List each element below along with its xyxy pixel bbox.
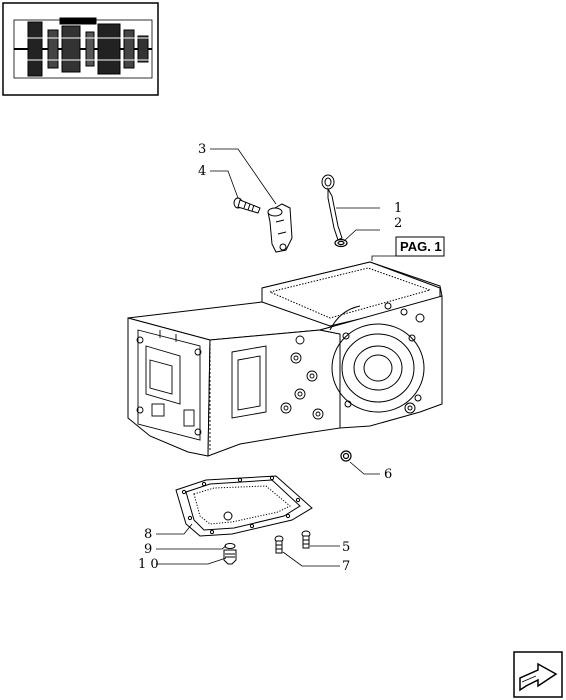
dipstick-part — [321, 174, 343, 241]
o-ring-part — [334, 238, 348, 248]
callout-7: 7 — [342, 559, 350, 574]
callout-9: 9 — [144, 542, 152, 557]
callout-6: 6 — [384, 467, 392, 482]
next-page-arrow-icon[interactable] — [513, 651, 563, 698]
callout-5: 5 — [342, 540, 350, 555]
bolt-part-5 — [301, 530, 311, 549]
transmission-section-thumbnail-icon[interactable] — [2, 2, 159, 96]
callout-2: 2 — [394, 216, 402, 231]
breather-tube-part — [267, 203, 293, 253]
page-reference-label: PAG. 1 — [400, 239, 442, 254]
washer-part — [224, 543, 236, 549]
callout-10: 1 0 — [138, 557, 159, 572]
screw-part — [233, 197, 261, 214]
drain-plug-part — [223, 549, 237, 565]
callout-3: 3 — [198, 142, 206, 157]
callout-4: 4 — [198, 164, 206, 179]
callout-1: 1 — [394, 201, 402, 216]
callout-8: 8 — [144, 527, 152, 542]
page-reference-box[interactable]: PAG. 1 — [395, 236, 445, 257]
leader-lines — [156, 148, 396, 567]
bolt-part-7 — [274, 535, 284, 554]
oil-pan-cover-part — [175, 475, 313, 537]
seal-part — [340, 450, 352, 462]
transmission-housing — [127, 261, 443, 457]
